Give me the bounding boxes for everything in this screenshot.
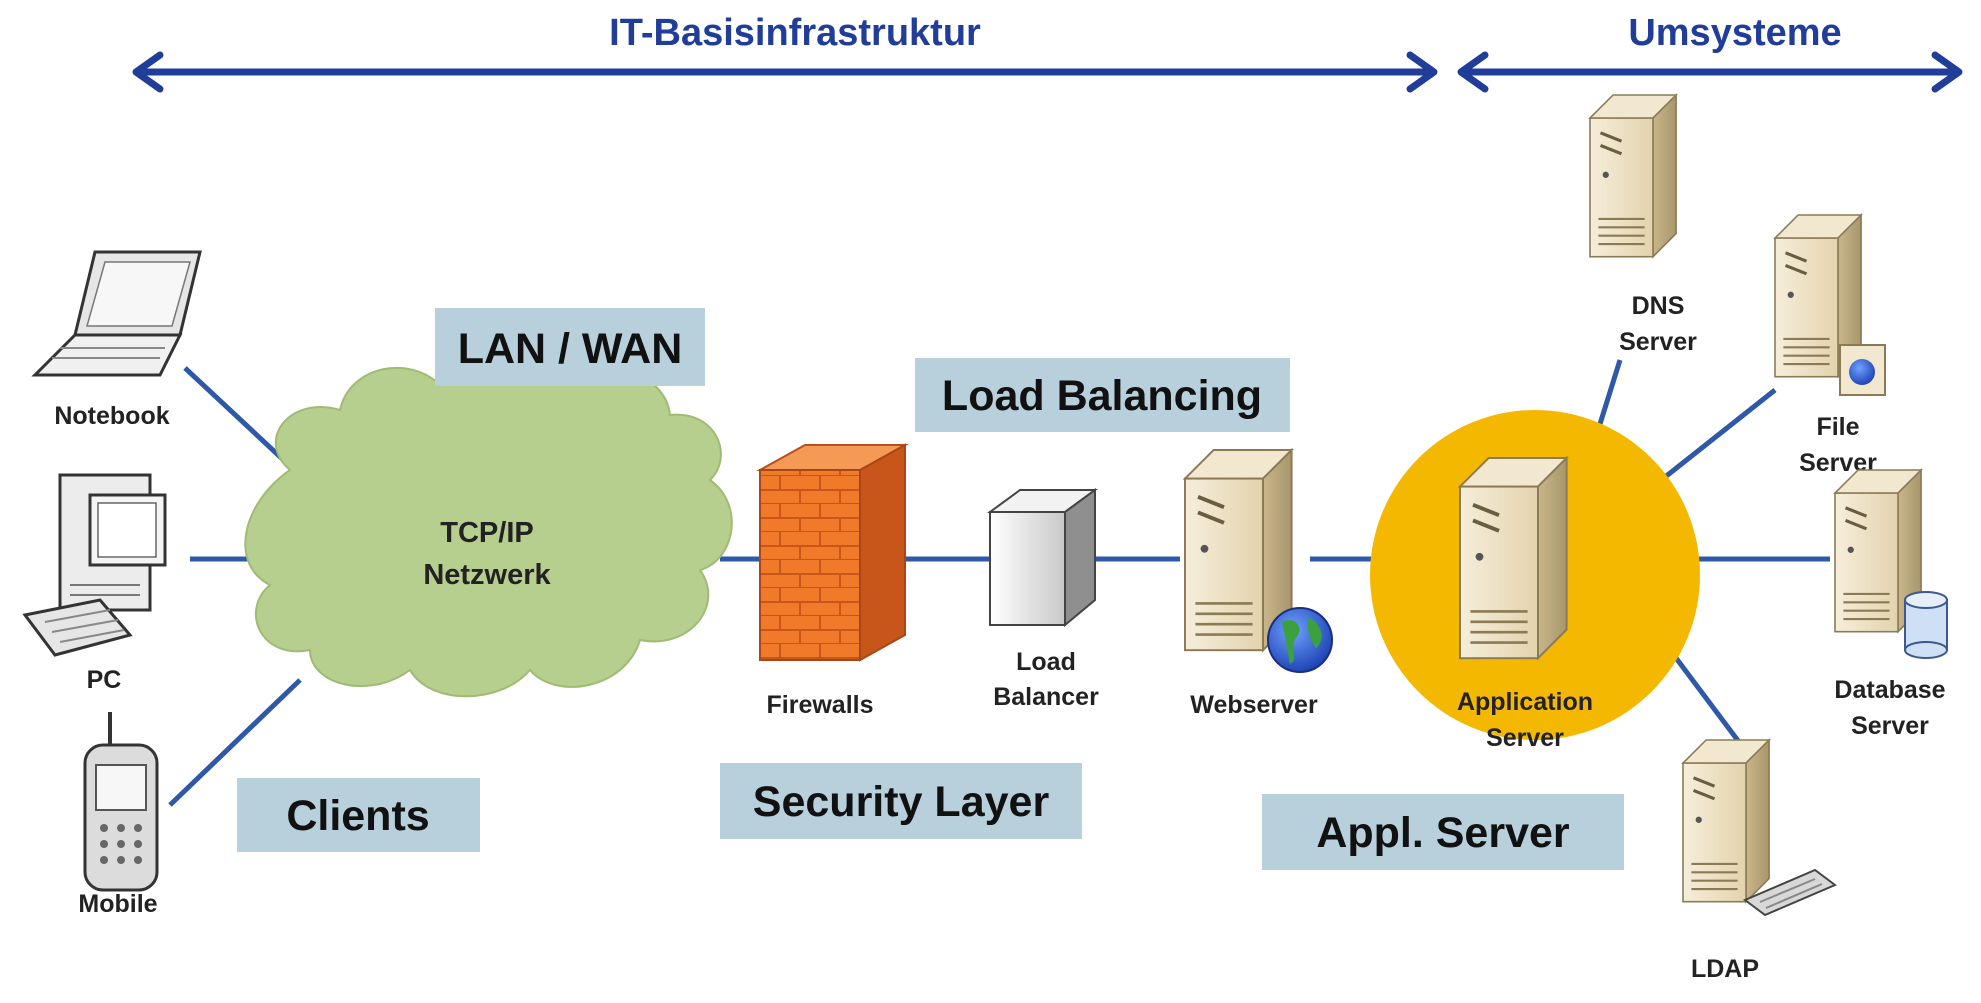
connection-lines — [168, 359, 1830, 807]
scope-arrow-left — [132, 51, 1438, 93]
header-it-basisinfrastruktur: IT-Basisinfrastruktur — [609, 12, 981, 54]
label-security-layer-text: Security Layer — [753, 778, 1050, 826]
firewalls-label: Firewalls — [767, 691, 874, 719]
ldap-label: LDAP — [1691, 955, 1759, 983]
application-server-label-line1: Application — [1457, 688, 1593, 716]
ldap-server-icon — [1681, 738, 1771, 904]
load-balancer-label-line2: Balancer — [993, 683, 1099, 711]
file-server-label-line1: File — [1816, 413, 1859, 441]
label-load-balancing-text: Load Balancing — [942, 372, 1262, 420]
database-server-label-line2: Server — [1851, 712, 1929, 740]
load-balancer-icon — [986, 488, 1099, 628]
label-clients-text: Clients — [286, 792, 429, 840]
firewall-icon — [756, 443, 909, 662]
label-appl-server-text: Appl. Server — [1316, 809, 1570, 857]
application-server-icon — [1458, 456, 1569, 661]
database-cylinder-icon — [1904, 591, 1948, 659]
mobile-icon — [83, 712, 159, 892]
globe-icon — [1267, 607, 1333, 673]
label-lan-wan: LAN / WAN — [435, 308, 705, 386]
label-load-balancing: Load Balancing — [915, 358, 1290, 432]
webserver-label: Webserver — [1190, 691, 1318, 719]
label-lan-wan-text: LAN / WAN — [458, 325, 683, 373]
header-umsysteme: Umsysteme — [1628, 12, 1841, 54]
pc-icon — [22, 473, 167, 657]
scope-arrow-right — [1457, 51, 1963, 93]
mobile-label: Mobile — [78, 890, 157, 918]
label-security-layer: Security Layer — [720, 763, 1082, 839]
notebook-icon — [31, 250, 202, 377]
cloud-label-line2: Netzwerk — [423, 559, 551, 591]
pc-label: PC — [87, 666, 122, 694]
database-server-label-line1: Database — [1834, 676, 1945, 704]
cloud-label-line1: TCP/IP — [440, 517, 533, 549]
label-appl-server: Appl. Server — [1262, 794, 1624, 870]
load-balancer-label-line1: Load — [1016, 648, 1076, 676]
dns-server-label-line1: DNS — [1632, 292, 1685, 320]
file-document-icon — [1839, 344, 1886, 396]
dns-server-icon — [1588, 93, 1678, 259]
notebook-label: Notebook — [54, 402, 169, 430]
application-server-label-line2: Server — [1486, 724, 1564, 752]
label-clients: Clients — [237, 778, 480, 852]
dns-server-label-line2: Server — [1619, 328, 1697, 356]
ldap-card-icon — [1743, 868, 1837, 917]
